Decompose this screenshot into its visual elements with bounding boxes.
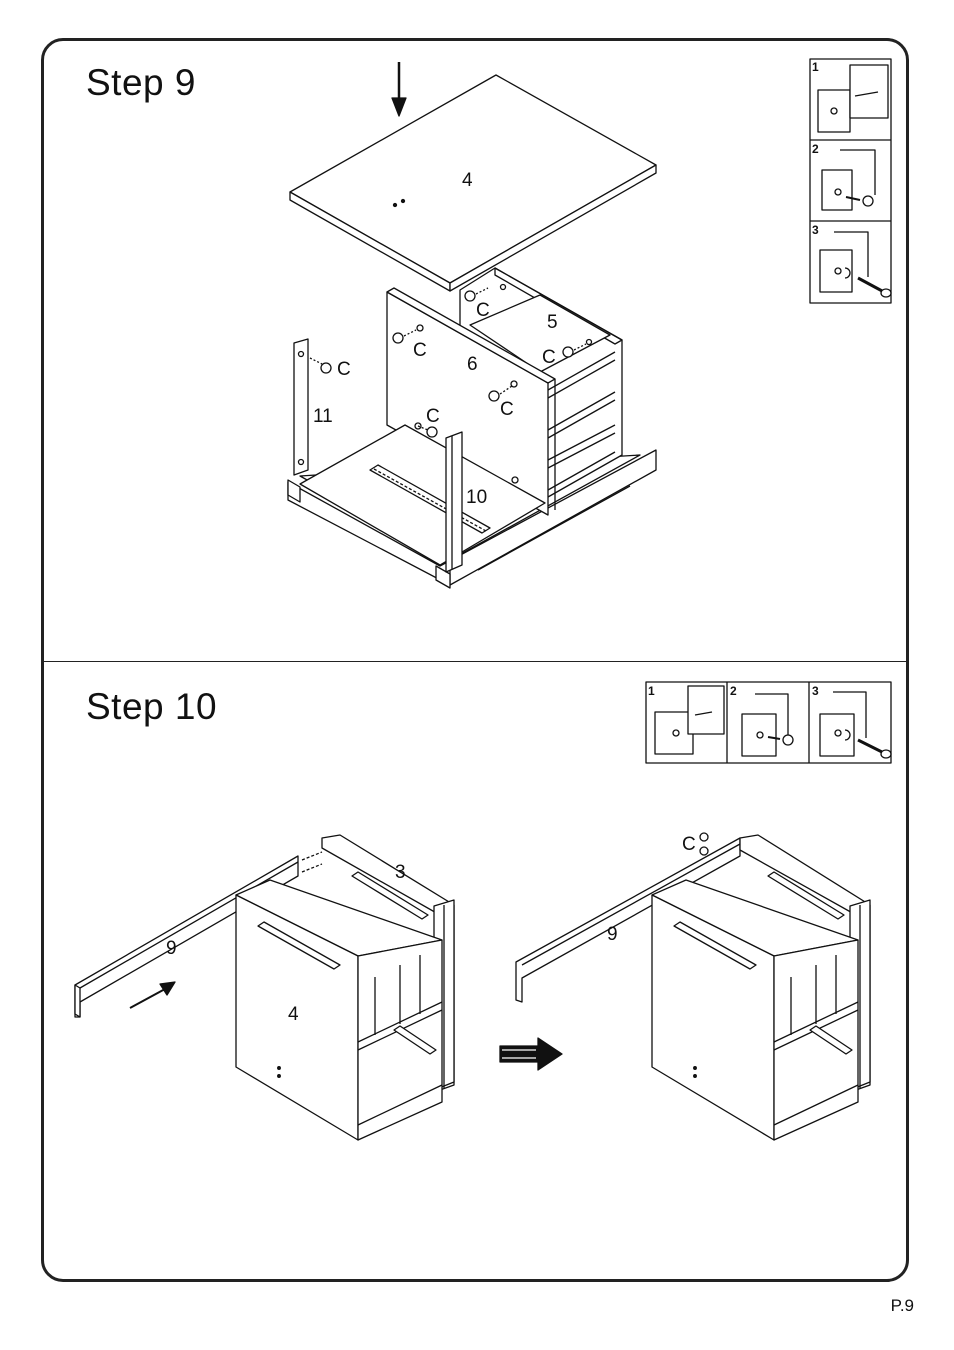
label-cam-c: C <box>413 340 427 361</box>
inset-step-number: 2 <box>812 142 819 156</box>
inset-step-number: 3 <box>812 684 819 698</box>
step-9-illustration <box>288 59 891 588</box>
cabinet-body <box>236 880 442 1140</box>
label-part-3: 3 <box>395 862 406 883</box>
inset-step-number: 1 <box>648 684 655 698</box>
label-part-4: 4 <box>288 1004 299 1025</box>
right-desk-assembly <box>516 833 870 1140</box>
label-cam-c: C <box>682 834 696 855</box>
label-part-4: 4 <box>462 170 473 191</box>
label-part-9: 9 <box>607 924 618 945</box>
result-arrow-icon <box>500 1038 562 1070</box>
label-part-9: 9 <box>166 938 177 959</box>
label-part-5: 5 <box>547 312 558 333</box>
left-leg-11 <box>294 339 308 475</box>
insert-arrow-icon <box>130 982 175 1008</box>
step-10-illustration <box>75 682 891 1140</box>
down-arrow-icon <box>392 62 406 116</box>
label-cam-c: C <box>542 347 556 368</box>
label-cam-c: C <box>426 406 440 427</box>
label-part-11: 11 <box>313 406 333 427</box>
cam-bolt-icon <box>700 847 708 855</box>
step-9-cam-instruction-inset <box>810 59 891 303</box>
label-cam-c: C <box>500 399 514 420</box>
label-cam-c: C <box>476 300 490 321</box>
label-part-10: 10 <box>466 487 487 508</box>
inset-step-number: 1 <box>812 60 819 74</box>
inset-step-number: 2 <box>730 684 737 698</box>
label-part-6: 6 <box>467 354 478 375</box>
cam-bolt-icon <box>700 833 708 841</box>
top-panel-4 <box>290 75 656 291</box>
step-10-cam-instruction-inset <box>646 682 891 763</box>
cam-bolt-icon <box>310 358 331 373</box>
label-cam-c: C <box>337 359 351 380</box>
cabinet-body-right <box>652 880 858 1140</box>
inset-step-number: 3 <box>812 223 819 237</box>
right-leg-10 <box>446 432 462 572</box>
